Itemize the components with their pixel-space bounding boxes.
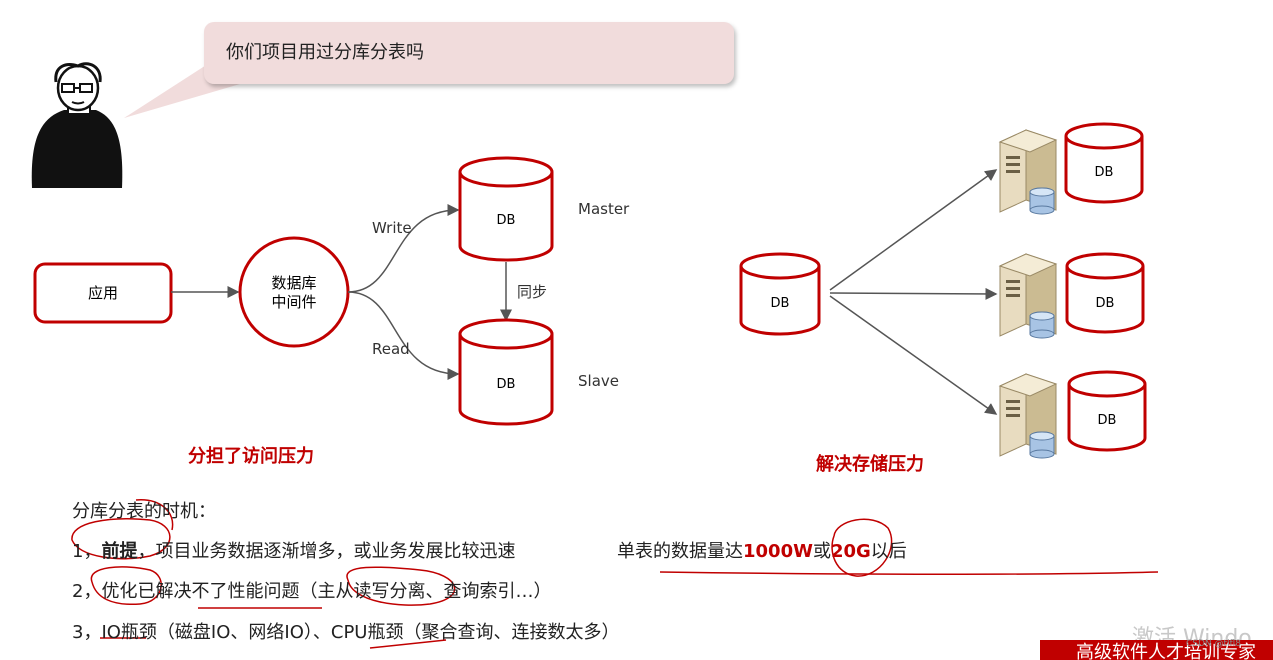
footer-banner: 高级软件人才培训专家: [1040, 640, 1273, 660]
slave-label: Slave: [578, 372, 619, 390]
timing-item-2: 2，优化已解决不了性能问题（主从读写分离、查询索引…）: [72, 581, 552, 602]
avatar: [31, 62, 123, 188]
item1-prefix: 1，: [72, 541, 102, 562]
shard-db-label-3: DB: [1098, 413, 1117, 428]
timing-item-1: 1，前提，项目业务数据逐渐增多，或业务发展比较迅速: [72, 537, 515, 563]
server-icon: [999, 129, 1057, 215]
speech-bubble: 你们项目用过分库分表吗: [204, 22, 734, 84]
sync-label: 同步: [517, 283, 547, 301]
note-part-e: 以后: [870, 541, 907, 562]
item1-rest: ，项目业务数据逐渐增多，或业务发展比较迅速: [137, 541, 516, 562]
timing-item-1-note: 单表的数据量达1000W或20G以后: [617, 537, 907, 563]
shard-arrow-3: [829, 295, 998, 415]
csdn-watermark: CSDN @tlfl8: [1186, 639, 1241, 649]
slave-db-cylinder: [458, 318, 554, 426]
source-db-label: DB: [771, 296, 790, 311]
shard-db-cylinder-1: [1064, 122, 1144, 204]
write-label: Write: [372, 219, 412, 237]
item1-bold: 前提: [101, 541, 138, 562]
handwritten-annotations: [71, 499, 1159, 649]
shard-db-cylinder-2: [1065, 252, 1145, 334]
shard-arrow-2: [829, 287, 998, 300]
middleware-label-1: 数据库: [271, 274, 316, 292]
app-label: 应用: [88, 284, 118, 302]
read-arrow: [347, 291, 460, 380]
note-part-c: 或: [812, 541, 831, 562]
note-part-b: 1000W: [743, 541, 813, 562]
left-caption: 分担了访问压力: [188, 446, 314, 467]
write-arrow: [347, 204, 460, 293]
shard-db-label-1: DB: [1095, 165, 1114, 180]
app-box: [33, 262, 173, 324]
slave-db-label: DB: [497, 377, 516, 392]
server-icon: [999, 253, 1057, 339]
source-db-cylinder: [739, 252, 821, 336]
shard-db-cylinder-3: [1067, 370, 1147, 452]
read-label: Read: [372, 340, 410, 358]
master-db-cylinder: [458, 156, 554, 262]
master-label: Master: [578, 200, 630, 218]
timing-item-3: 3，IO瓶颈（磁盘IO、网络IO）、CPU瓶颈（聚合查询、连接数太多）: [72, 622, 620, 643]
middleware-label-2: 中间件: [271, 293, 316, 311]
note-part-d: 20G: [830, 541, 871, 562]
master-db-label: DB: [497, 213, 516, 228]
middleware-node: [238, 236, 350, 348]
shard-arrow-1: [829, 169, 998, 291]
right-caption: 解决存储压力: [816, 454, 924, 475]
timing-heading: 分库分表的时机：: [72, 501, 216, 522]
server-icon: [999, 373, 1057, 459]
shard-db-label-2: DB: [1096, 296, 1115, 311]
note-part-a: 单表的数据量达: [617, 541, 743, 562]
